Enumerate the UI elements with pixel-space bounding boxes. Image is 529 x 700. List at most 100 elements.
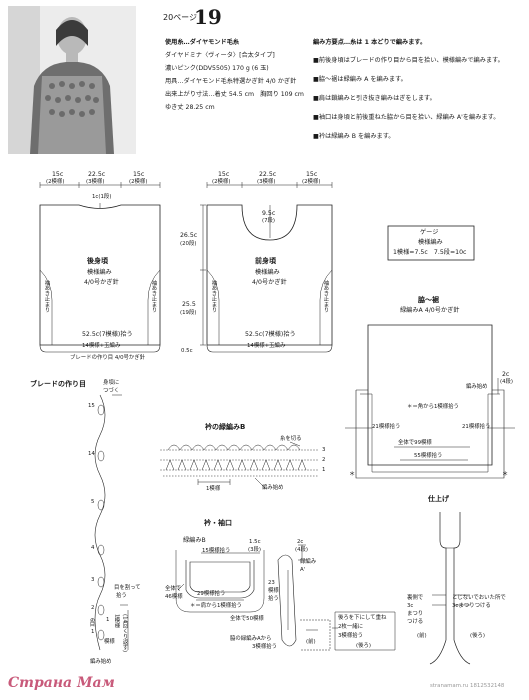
braid-title: ブレードの作り目 [30, 380, 86, 388]
model-photo-illustration [8, 6, 136, 154]
braid-bracket-label: (14回くり返す) [121, 614, 128, 653]
model-photo [8, 6, 136, 154]
side-hem-asterisk-right: ＊ [502, 471, 509, 478]
front-top-right-measure: 15c [306, 171, 318, 178]
front-title: 前身頃 [255, 257, 276, 265]
step-1: ■前後身頃はブレードの作り目から目を拾い、模様編みで編みます。 [313, 57, 504, 64]
braid-num-4: 4 [91, 545, 95, 551]
side-hem-title: 脇～裾 [418, 296, 439, 304]
braid-num-14: 14 [88, 451, 95, 457]
collar-chart-cut: 糸を切る [280, 436, 302, 442]
braid-pattern-label: 1模様 [113, 614, 120, 629]
collar-row-2: 2 [322, 457, 326, 463]
braid-num-2: 2 [91, 605, 95, 611]
cuff-back: (後ろ) [356, 643, 371, 649]
front-bottom-gap: 0.5c [181, 348, 193, 354]
back-top-left-rows: (2模様) [46, 179, 65, 185]
finish-inside-4: つける [407, 619, 424, 625]
cuff-pattern-a: 緑編み [300, 559, 317, 565]
materials-color: 濃いピンク(DDV5505) 170 g (6 玉) [165, 65, 269, 72]
cuff-rows: (4段) [295, 547, 309, 553]
side-hem-start: 編み始め [466, 384, 488, 390]
back-neck-label: 1c(1段) [92, 194, 112, 200]
front-top-left-rows: (2模様) [212, 179, 231, 185]
side-hem-whole: 全体で99模様 [398, 440, 432, 446]
step-5: ■衿は緑編み B を編みます。 [313, 133, 395, 140]
braid-pick-note-2: 拾う [116, 593, 127, 599]
materials-yarn: 使用糸…ダイヤモンド毛糸 [165, 39, 240, 46]
cuff-side-pick-1: 脇の緑編みAから [230, 636, 272, 642]
collar-height-b: 1.5c [249, 539, 261, 545]
cuff-layer-2: 2枚一緒に [338, 624, 363, 630]
cuff-side-pick-2: 3模様拾う [252, 644, 277, 650]
gauge-pattern: 模様編み [418, 239, 443, 246]
materials-tools: 用具…ダイヤモンド毛糸特選かぎ針 4/0 かぎ針 [165, 78, 297, 85]
step-2: ■脇～裾は緑編み A を編みます。 [313, 76, 407, 83]
front-side-right: 袖あき止まり [322, 280, 329, 313]
collar-corner-note: ＊＝肩から1模様拾う [190, 603, 242, 609]
front-neck-rows: (7段) [262, 218, 276, 224]
gauge-value: 1模様=7.5c 7.5段=10c [393, 249, 467, 256]
step-3: ■肩は鎖編みと引き抜き編みはぎをします。 [313, 95, 436, 102]
braid-rows-label: 6目 [88, 618, 95, 627]
side-hem-rows: (4段) [500, 379, 514, 385]
cuff-pattern-a2: A' [300, 567, 306, 573]
back-top-right-rows: (2模様) [129, 179, 148, 185]
cuff-front: (前) [306, 639, 316, 645]
back-side-left: 袖あき止まり [43, 280, 50, 313]
pattern-number: 19 [194, 5, 222, 29]
back-braid-note: ブレードの作り目 4/0号かぎ針 [70, 355, 146, 361]
front-pattern: 模様編み [255, 269, 280, 276]
finish-title: 仕上げ [428, 495, 449, 503]
side-hem-corner-note: ＊＝角から1模様拾う [407, 404, 459, 410]
collar-total-2: 46模様 [165, 594, 183, 600]
braid-link-1: 身頃に [103, 380, 120, 386]
finish-front: (前) [417, 633, 427, 639]
back-top-mid-rows: (3模様) [86, 179, 105, 185]
front-hook: 4/0号かぎ針 [252, 279, 287, 286]
collar-cuff-title: 衿・袖口 [204, 519, 232, 527]
braid-pick-note-1: 目を割って [114, 585, 141, 591]
back-top-mid-measure: 22.5c [88, 171, 106, 178]
side-hem-left-pick: 21模様拾う [372, 424, 401, 430]
step-intro: 編み方要点…糸は 1 本どりで編みます。 [313, 39, 427, 46]
front-rows-1: (20段) [180, 241, 197, 247]
finish-leave-1: とじないでおいた所で [452, 595, 506, 601]
side-hem-pattern: 緑編みA 4/0号かぎ針 [400, 307, 460, 314]
braid-extra-2: 模様 [104, 639, 115, 645]
side-hem-right-pick: 21模様拾う [462, 424, 491, 430]
front-top-mid-rows: (3模様) [257, 179, 276, 185]
materials-size: 出来上がり寸法…着丈 54.5 cm 胸回り 109 cm [165, 91, 304, 98]
cuff-pick-23-unit: 模様 [268, 588, 279, 594]
finish-inside-2: 3c [407, 603, 414, 609]
finish-inside-3: まつり [407, 611, 424, 617]
back-top-left-measure: 15c [52, 171, 64, 178]
braid-num-15: 15 [88, 403, 95, 409]
front-rows-2: (19段) [180, 310, 197, 316]
cuff-layer-1: 後ろを下にして重ね [338, 615, 387, 621]
braid-link-2: つづく [103, 388, 120, 394]
collar-row-3: 3 [322, 447, 326, 453]
cuff-total-50: 全体で50模様 [230, 616, 264, 622]
back-title: 後身頃 [87, 257, 108, 265]
step-4: ■袖口は身頃と前後重ねた脇から目を拾い、緑編み A'を編みます。 [313, 114, 500, 121]
collar-pattern-label: 1模様 [206, 486, 221, 492]
side-hem-asterisk-left: ＊ [349, 471, 356, 478]
watermark-id: stranamam.ru 1812532148 [430, 683, 505, 689]
front-height-2: 25.5 [182, 301, 196, 308]
front-top-left-measure: 15c [218, 171, 230, 178]
collar-pattern-b: 緑編みB [183, 537, 206, 544]
side-hem-height: 2c [502, 371, 510, 378]
materials-yarn-name: ダイヤドミナ〈ヴィータ〉[合太タイプ] [165, 52, 275, 59]
front-height-1: 26.5c [180, 232, 198, 239]
collar-rows-b: (3段) [248, 547, 262, 553]
front-top-right-rows: (2模様) [302, 179, 321, 185]
braid-extra-1: 1 [106, 617, 110, 623]
materials-sleeve: ゆき丈 28.25 cm [165, 104, 215, 111]
back-pattern: 模様編み [87, 269, 112, 276]
collar-pick-29: 29模様拾う [197, 591, 226, 597]
page-label: 20ページ [163, 13, 198, 22]
front-bottom-width: 52.5c(7模様)拾う [245, 331, 296, 338]
collar-pick-15: 15模様拾う [202, 548, 231, 554]
braid-num-1: 1 [91, 629, 95, 635]
